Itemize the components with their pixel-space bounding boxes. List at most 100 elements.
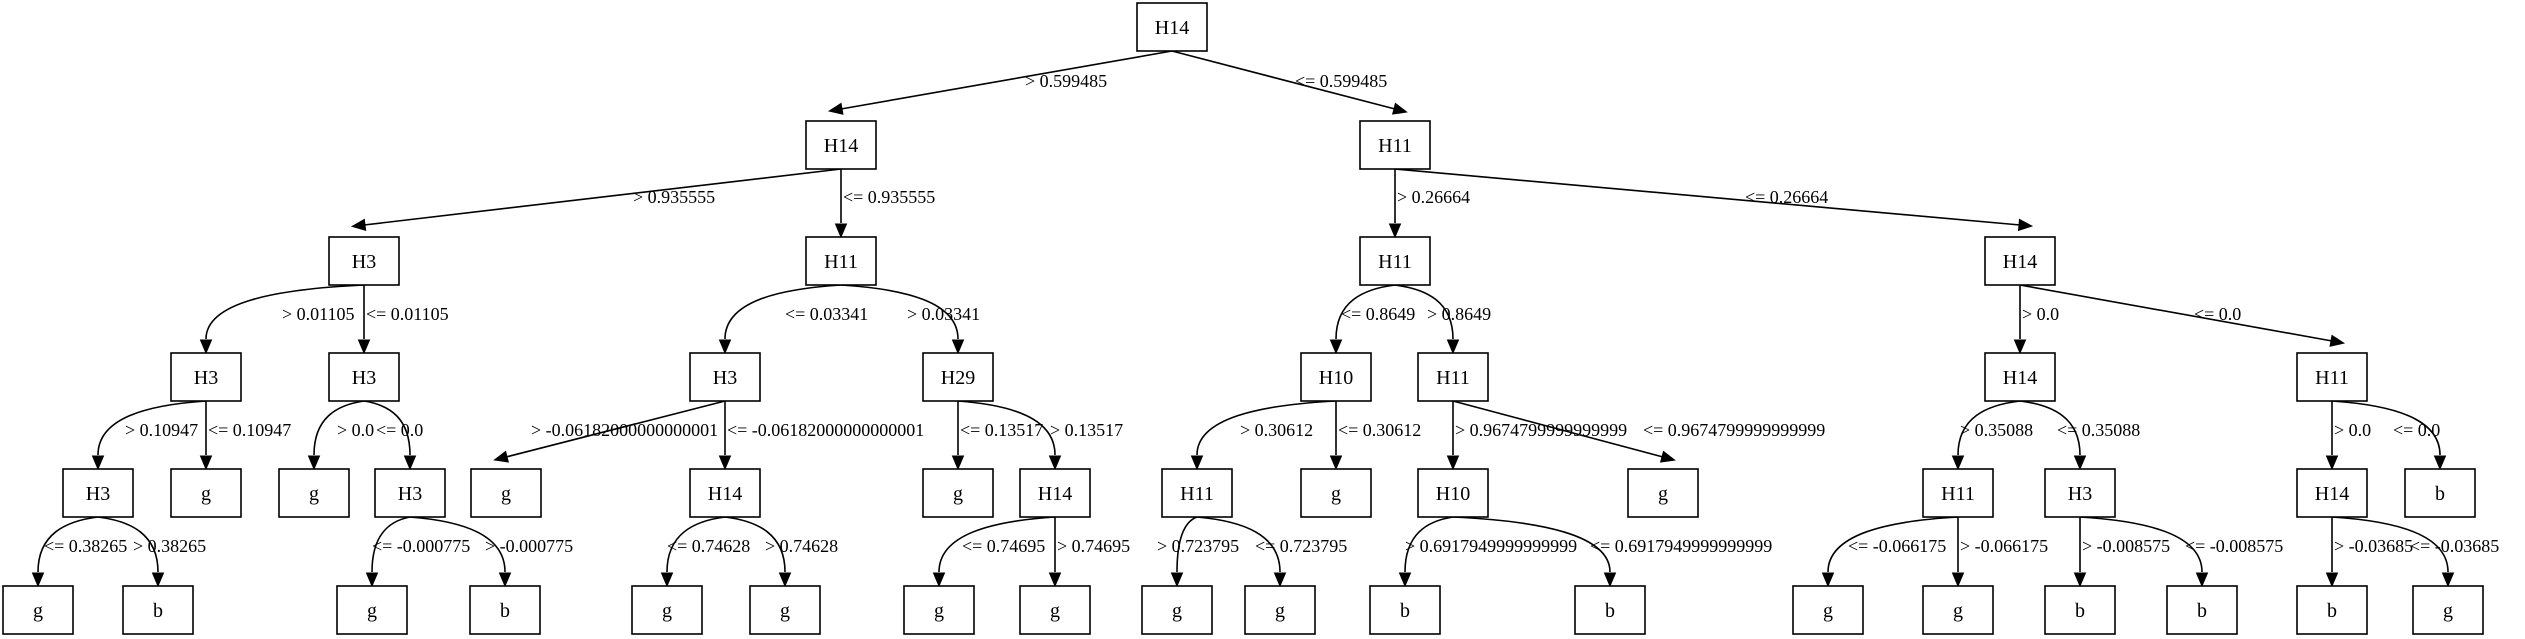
edge-e25: > 0.9674799999999999 — [1446, 401, 1627, 471]
node-box — [1922, 468, 1994, 518]
edge-e2: <= 0.599485 — [1171, 50, 1408, 115]
node-label: H14 — [1038, 483, 1072, 505]
arrowhead-icon — [350, 218, 367, 232]
edge-e35: <= 0.74628 — [660, 516, 750, 588]
edge-line — [1394, 168, 2021, 226]
arrowhead-icon — [2325, 455, 2339, 471]
edge-line — [2331, 400, 2441, 456]
edge-line — [840, 50, 1173, 110]
arrowhead-icon — [1273, 572, 1287, 588]
split-node-n6: H14 — [1984, 236, 2056, 286]
arrowhead-icon — [498, 572, 512, 588]
node-label: g — [501, 483, 511, 505]
split-node-n14: H11 — [2296, 352, 2368, 402]
edge-line — [1957, 400, 2021, 456]
node-label: H14 — [708, 483, 742, 505]
arrowhead-icon — [31, 572, 45, 588]
arrowhead-icon — [1048, 572, 1062, 588]
edge-e46: <= -0.008575 — [2079, 516, 2283, 588]
leaf-node-n35: g — [631, 585, 703, 635]
split-node-n12: H11 — [1417, 352, 1489, 402]
split-node-n10: H29 — [922, 352, 994, 402]
edge-line — [409, 516, 506, 573]
node-label: H3 — [713, 367, 737, 389]
edge-label: > 0.9674799999999999 — [1455, 420, 1627, 440]
split-node-n25: H10 — [1417, 468, 1489, 518]
leaf-node-n37: g — [903, 585, 975, 635]
arrowhead-icon — [827, 102, 844, 115]
split-node-n4: H11 — [805, 236, 877, 286]
edge-label: <= 0.38265 — [44, 536, 127, 556]
node-box — [328, 236, 400, 286]
arrowhead-icon — [1190, 455, 1204, 471]
node-box — [122, 585, 194, 635]
edge-e38: > 0.74695 — [1048, 517, 1130, 588]
leaf-node-n45: b — [2044, 585, 2116, 635]
edge-label: <= -0.03685 — [2410, 536, 2499, 556]
leaf-node-n26: g — [1627, 468, 1699, 518]
edge-label: <= 0.723795 — [1255, 536, 1347, 556]
arrowhead-icon — [932, 572, 946, 588]
node-label: g — [2443, 600, 2453, 622]
node-box — [903, 585, 975, 635]
node-label: H3 — [2068, 483, 2092, 505]
arrowhead-icon — [1951, 455, 1965, 471]
leaf-node-n34: b — [469, 585, 541, 635]
node-label: b — [2075, 600, 2085, 622]
edge-line — [1196, 400, 1337, 456]
arrowhead-icon — [365, 572, 379, 588]
edge-label: <= 0.0 — [2194, 304, 2241, 324]
edge-e34: > -0.000775 — [409, 516, 573, 588]
leaf-node-n46: b — [2166, 585, 2238, 635]
node-box — [922, 352, 994, 402]
split-node-n5: H11 — [1359, 236, 1431, 286]
split-node-n18: H3 — [374, 468, 446, 518]
edge-e39: > 0.723795 — [1157, 516, 1239, 588]
node-box — [1417, 352, 1489, 402]
node-box — [2296, 585, 2368, 635]
leaf-node-n31: g — [2, 585, 74, 635]
arrowhead-icon — [718, 455, 732, 471]
edge-label: <= 0.74628 — [667, 536, 750, 556]
node-label: g — [953, 483, 963, 505]
edge-e22: > 0.13517 — [957, 400, 1123, 471]
edge-e6: <= 0.26664 — [1394, 168, 2034, 232]
leaf-node-n40: g — [1244, 585, 1316, 635]
edge-label: <= 0.03341 — [785, 304, 868, 324]
leaf-node-n21: g — [922, 468, 994, 518]
node-label: H10 — [1319, 367, 1353, 389]
split-node-n8: H3 — [328, 352, 400, 402]
node-label: H3 — [194, 367, 218, 389]
edge-e8: <= 0.01105 — [357, 285, 449, 355]
arrowhead-icon — [1329, 455, 1343, 471]
node-label: g — [1658, 483, 1668, 505]
arrowhead-icon — [2325, 572, 2339, 588]
edge-e43: <= -0.066175 — [1821, 516, 1959, 588]
node-label: g — [1953, 600, 1963, 622]
edge-label: <= 0.935555 — [843, 187, 935, 207]
arrowhead-icon — [199, 455, 213, 471]
edge-e40: <= 0.723795 — [1196, 516, 1347, 588]
split-node-n20: H14 — [689, 468, 761, 518]
leaf-node-n19: g — [470, 468, 542, 518]
edge-e24: <= 0.30612 — [1329, 401, 1421, 471]
edge-label: <= 0.9674799999999999 — [1643, 420, 1825, 440]
edge-label: > 0.8649 — [1427, 304, 1491, 324]
node-label: g — [1823, 600, 1833, 622]
node-label: g — [1172, 600, 1182, 622]
arrowhead-icon — [778, 572, 792, 588]
edge-label: > -0.03685 — [2334, 536, 2413, 556]
arrowhead-icon — [1821, 572, 1835, 588]
edge-e17: > 0.0 — [307, 400, 374, 471]
edge-e26: <= 0.9674799999999999 — [1452, 400, 1825, 463]
leaf-node-n33: g — [336, 585, 408, 635]
arrowhead-icon — [2073, 572, 2087, 588]
leaf-node-n39: g — [1141, 585, 1213, 635]
edge-label: > -0.06182000000000001 — [531, 420, 718, 440]
node-box — [689, 468, 761, 518]
node-label: b — [2435, 483, 2445, 505]
edge-line — [371, 516, 411, 573]
node-box — [2412, 585, 2484, 635]
node-box — [62, 468, 134, 518]
node-box — [2296, 468, 2368, 518]
